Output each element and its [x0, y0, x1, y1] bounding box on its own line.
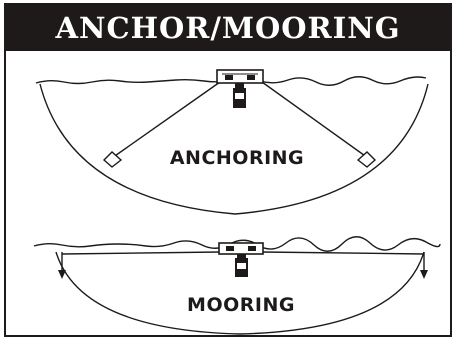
boat-icon	[216, 69, 264, 84]
anchor-left	[102, 151, 123, 168]
mooring-basin	[55, 251, 425, 335]
anchoring-diagram	[35, 76, 429, 215]
mooring-line-left	[61, 251, 221, 255]
mooring-transducer-icon	[235, 254, 248, 277]
anchoring-basin	[39, 83, 429, 215]
mooring-weight-left	[58, 270, 66, 279]
anchor-mooring-panel: ANCHOR/MOORING	[4, 3, 452, 337]
mooring-water-surface	[33, 236, 441, 252]
mooring-weight-right	[420, 270, 428, 279]
mooring-weight-icon	[58, 270, 428, 279]
mooring-diagram	[33, 236, 441, 335]
anchoring-label: ANCHORING	[170, 147, 304, 169]
page-title: ANCHOR/MOORING	[6, 5, 450, 51]
anchoring-line-right	[261, 81, 369, 159]
mooring-label: MOORING	[187, 294, 295, 316]
anchor-icon	[102, 151, 377, 168]
transducer-icon	[233, 83, 246, 108]
anchor-right	[356, 151, 377, 168]
mooring-boat-icon	[218, 242, 264, 255]
anchoring-line-left	[111, 81, 221, 159]
mooring-line-right	[261, 251, 425, 255]
